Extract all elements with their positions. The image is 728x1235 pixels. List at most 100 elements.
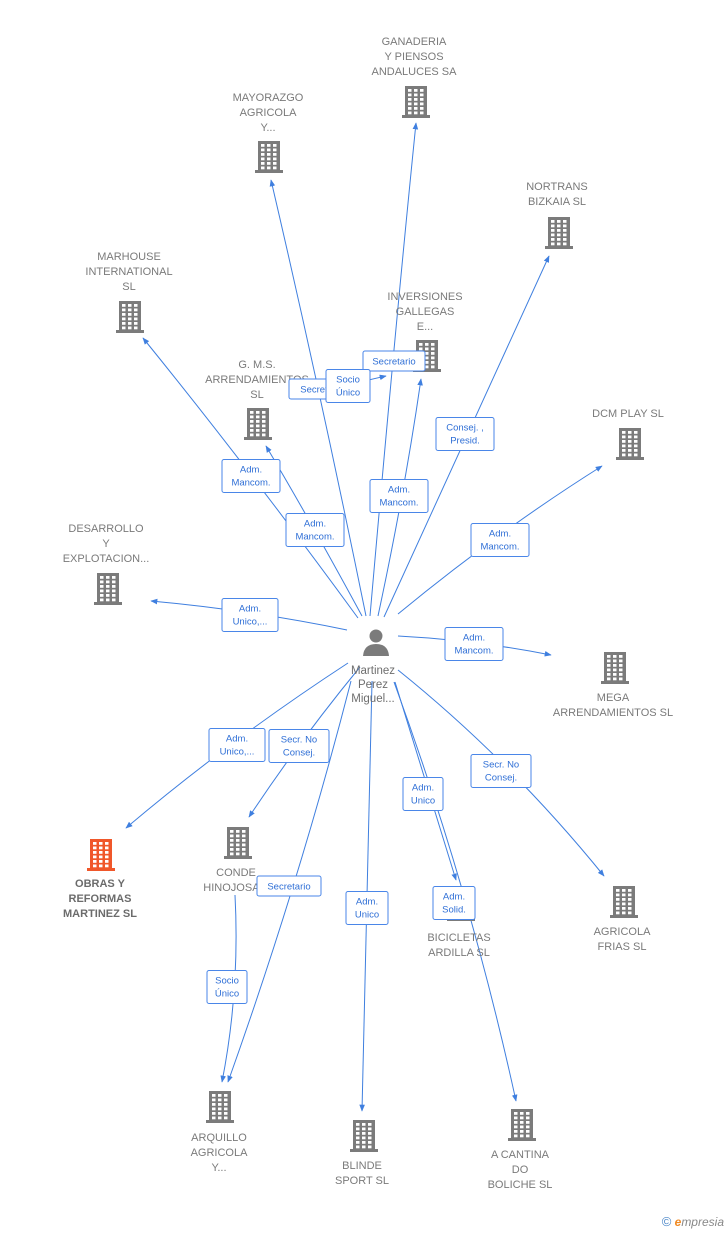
relation-label-r_bicicletas[interactable]: Adm.Unico <box>402 777 444 811</box>
relation-label-text: Secretario <box>372 357 415 368</box>
company-label-line: MEGA <box>597 692 630 704</box>
brand-initial: e <box>674 1215 682 1229</box>
company-label-line: SPORT SL <box>335 1175 389 1187</box>
relation-label-line: Adm. <box>239 604 261 615</box>
relation-label-text: Adm. Mancom. <box>379 485 418 509</box>
relation-label-r_gms[interactable]: Adm.Mancom. <box>285 513 345 547</box>
company-label-line: ARQUILLO <box>191 1132 247 1144</box>
company-label-line: SL <box>122 281 135 293</box>
relation-label-line: Único <box>215 989 239 1000</box>
relation-label-line: Mancom. <box>379 498 418 509</box>
relation-label-r_mega[interactable]: Adm. Mancom. <box>444 627 504 661</box>
company-label-line: EXPLOTACION... <box>63 553 150 565</box>
building-icon-mayorazgo[interactable] <box>255 141 283 173</box>
company-label-line: Y PIENSOS <box>384 51 443 63</box>
building-icon-mega[interactable] <box>601 652 629 684</box>
company-label-arquillo[interactable]: ARQUILLO AGRICOLA Y... <box>191 1132 249 1174</box>
company-label-line: Y <box>102 538 110 550</box>
building-icon-marhouse[interactable] <box>116 301 144 333</box>
relation-label-r_nortrans[interactable]: Consej. ,Presid. <box>435 417 495 451</box>
company-label-line: NORTRANS <box>526 181 588 193</box>
company-label-line: SL <box>250 389 263 401</box>
company-label-line: AGRICOLA <box>191 1147 249 1159</box>
relation-label-text: Adm.Mancom. <box>295 519 334 543</box>
company-label-line: DCM PLAY SL <box>592 408 664 420</box>
empresia-watermark: © empresia <box>662 1214 724 1229</box>
relation-label-r_dcm[interactable]: Adm.Mancom. <box>470 523 530 557</box>
relation-label-r_blinde[interactable]: Adm.Unico <box>345 891 389 925</box>
person-label-line: Martinez <box>351 665 395 677</box>
relation-label-line: Secretario <box>267 882 310 893</box>
building-icon-conde[interactable] <box>224 827 252 859</box>
relation-label-r_ganaderia[interactable]: Secretario <box>362 350 426 372</box>
company-label-line: BLINDE <box>342 1160 382 1172</box>
relation-label-line: Adm. <box>304 519 326 530</box>
relation-label-r_desarrollo[interactable]: Adm.Unico,... <box>221 598 279 632</box>
building-icon-cantina[interactable] <box>508 1109 536 1141</box>
company-label-dcm[interactable]: DCM PLAY SL <box>592 408 664 420</box>
relation-label-line: Secr. No <box>281 735 317 746</box>
company-label-line: CONDE <box>216 867 256 879</box>
relation-label-line: Solid. <box>442 905 466 916</box>
relation-label-line: Adm. <box>388 485 410 496</box>
relation-label-line: Unico,... <box>220 747 255 758</box>
person-icon[interactable] <box>363 629 389 657</box>
brand-name: mpresia <box>681 1215 724 1229</box>
relation-label-text: Adm. Mancom. <box>454 633 493 657</box>
building-icon-ganaderia[interactable] <box>402 86 430 118</box>
company-label-line: AGRICOLA <box>240 107 298 119</box>
relation-label-r_arquillo[interactable]: Secretario <box>256 875 322 897</box>
person-label-line: Perez <box>358 679 388 691</box>
company-label-line: ANDALUCES SA <box>372 66 458 78</box>
building-icon-agricola_frias[interactable] <box>610 886 638 918</box>
relation-label-line: Mancom. <box>454 646 493 657</box>
company-label-line: AGRICOLA <box>594 926 652 938</box>
relation-label-r_cantina[interactable]: Adm.Solid. <box>432 886 476 920</box>
company-label-blinde[interactable]: BLINDE SPORT SL <box>335 1160 389 1187</box>
building-icon-blinde[interactable] <box>350 1120 378 1152</box>
company-label-line: BOLICHE SL <box>488 1179 553 1191</box>
building-icon-desarrollo[interactable] <box>94 573 122 605</box>
building-icon-obras[interactable] <box>87 839 115 871</box>
company-label-line: INTERNATIONAL <box>85 266 172 278</box>
relation-label-line: Adm. <box>226 734 248 745</box>
relation-label-line: Secret <box>300 385 328 396</box>
building-icon-dcm[interactable] <box>616 428 644 460</box>
building-icon-arquillo[interactable] <box>206 1091 234 1123</box>
relation-label-r_obras[interactable]: Adm. Unico,... <box>208 728 266 762</box>
relation-label-line: Socio <box>215 976 239 987</box>
company-label-line: Y... <box>211 1162 226 1174</box>
relation-label-line: Secr. No <box>483 760 519 771</box>
relation-label-text: Adm.Unico <box>411 783 435 807</box>
company-label-line: INVERSIONES <box>387 291 462 303</box>
relation-label-line: Adm. <box>463 633 485 644</box>
relation-label-line: Unico <box>355 910 379 921</box>
relation-label-r_marhouse[interactable]: Adm.Mancom. <box>221 459 281 493</box>
relation-label-r_inversiones_b[interactable]: Adm. Mancom. <box>369 479 429 513</box>
building-icon-nortrans[interactable] <box>545 217 573 249</box>
relation-label-text: Adm.Unico,... <box>233 604 268 628</box>
building-icon-gms[interactable] <box>244 408 272 440</box>
company-label-line: G. M.S. <box>238 359 275 371</box>
company-label-line: REFORMAS <box>69 893 132 905</box>
